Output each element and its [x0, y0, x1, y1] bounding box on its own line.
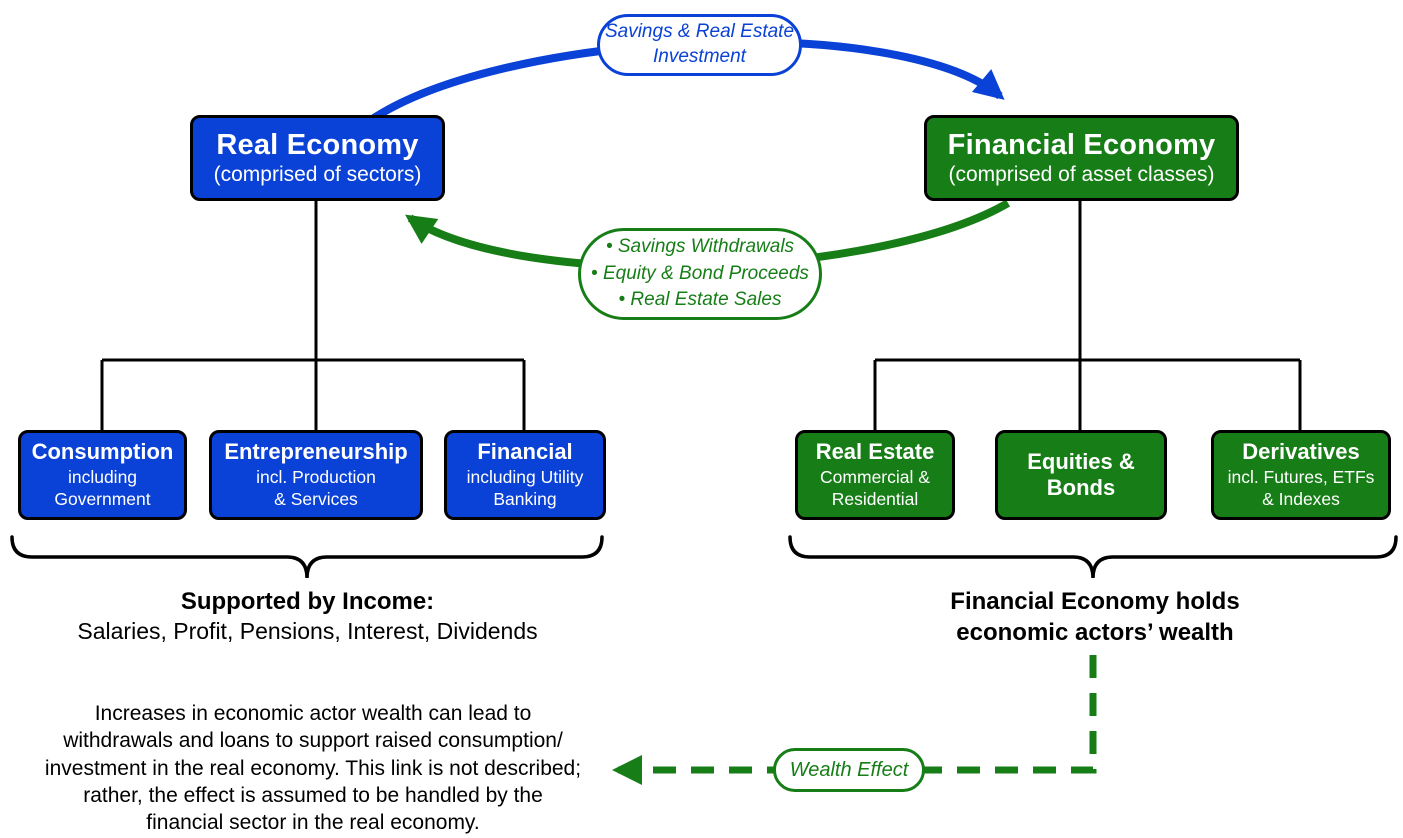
left-brace [10, 535, 604, 579]
right-brace [788, 535, 1398, 579]
income-caption: Supported by Income: Salaries, Profit, P… [20, 586, 595, 647]
sector-subtitle: including Utility Banking [466, 467, 584, 510]
asset-box-derivatives: Derivatives incl. Futures, ETFs & Indexe… [1211, 430, 1391, 520]
financial-economy-title: Financial Economy [947, 128, 1216, 161]
sector-title: Entrepreneurship [224, 438, 408, 464]
sector-title: Consumption [31, 438, 174, 464]
sector-title: Financial [477, 438, 573, 464]
asset-title: Equities & Bonds [1027, 448, 1135, 500]
withdrawals-label: • Savings Withdrawals • Equity & Bond Pr… [578, 228, 822, 320]
real-economy-tree-lines [100, 201, 526, 430]
sector-box-entrepreneurship: Entrepreneurship incl. Production & Serv… [209, 430, 423, 520]
wealth-effect-label: Wealth Effect [773, 748, 925, 792]
wealth-effect-note: Increases in economic actor wealth can l… [44, 702, 582, 835]
asset-box-equities-bonds: Equities & Bonds [995, 430, 1167, 520]
income-caption-title: Supported by Income: [180, 588, 435, 615]
financial-economy-subtitle: (comprised of asset classes) [948, 163, 1215, 187]
asset-title: Real Estate [815, 438, 935, 464]
real-economy-title: Real Economy [216, 128, 419, 161]
savings-investment-label: Savings & Real Estate Investment [597, 14, 802, 76]
real-economy-box: Real Economy (comprised of sectors) [190, 115, 445, 201]
sector-box-financial: Financial including Utility Banking [444, 430, 606, 520]
wealth-caption: Financial Economy holds economic actors’… [950, 588, 1240, 647]
sector-box-consumption: Consumption including Government [18, 430, 187, 520]
financial-economy-box: Financial Economy (comprised of asset cl… [924, 115, 1239, 201]
sector-subtitle: including Government [54, 467, 151, 510]
sector-subtitle: incl. Production & Services [256, 467, 376, 510]
financial-economy-tree-lines [873, 201, 1302, 430]
asset-subtitle: Commercial & Residential [820, 467, 930, 510]
asset-subtitle: incl. Futures, ETFs & Indexes [1227, 467, 1375, 510]
asset-title: Derivatives [1242, 438, 1360, 464]
real-economy-subtitle: (comprised of sectors) [213, 163, 422, 187]
asset-box-real-estate: Real Estate Commercial & Residential [795, 430, 955, 520]
income-caption-body: Salaries, Profit, Pensions, Interest, Di… [77, 618, 538, 645]
